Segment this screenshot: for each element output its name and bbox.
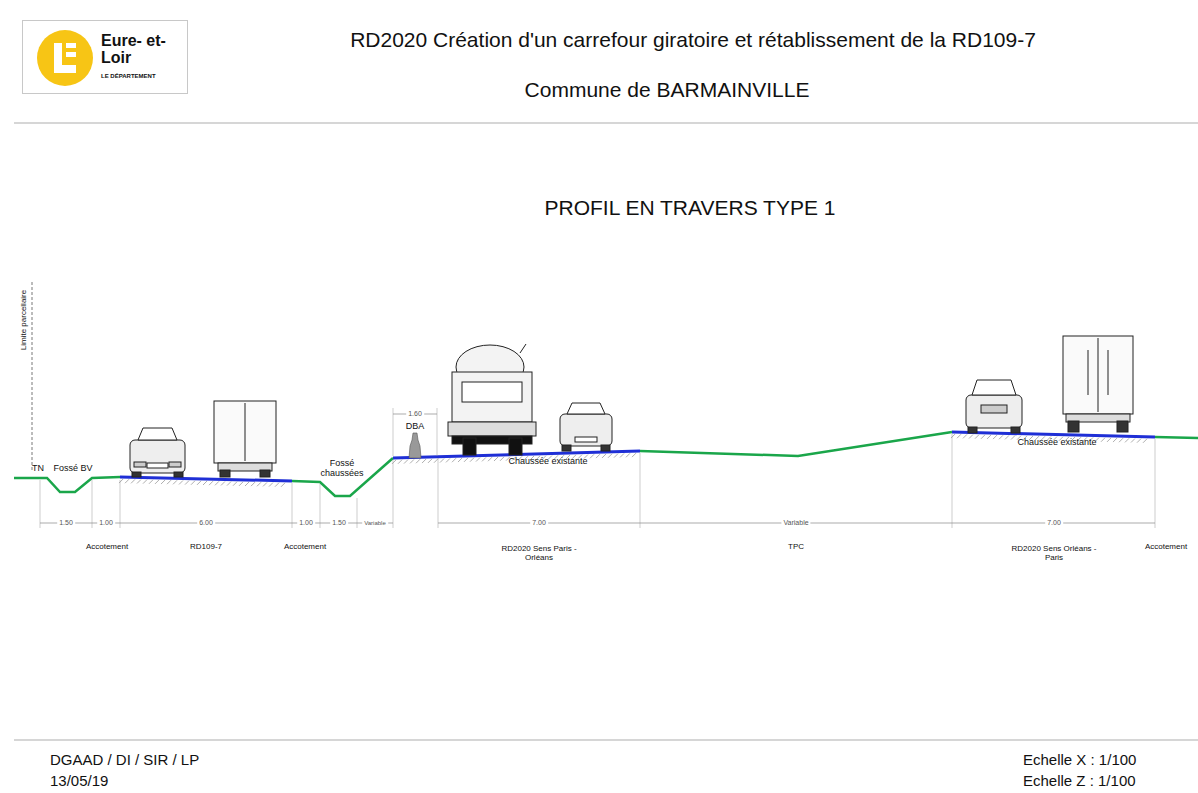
drawing-title: RD2020 Création d'un carrefour giratoire… — [350, 28, 1036, 52]
zone-label: TPC — [788, 542, 804, 551]
dimension: 7.00 — [1045, 519, 1063, 527]
zone-label: RD2020 Sens Paris - Orléans — [489, 544, 589, 562]
scale-note: Echelle Z : 1/100 — [1023, 772, 1136, 789]
zone-label: RD109-7 — [190, 542, 222, 551]
date: 13/05/19 — [50, 772, 108, 789]
dimension: Variable — [781, 519, 810, 527]
zone-label: Accotement — [284, 542, 326, 551]
dimension: 1.50 — [57, 519, 75, 527]
ditch-label: Fossé chaussées — [319, 458, 365, 479]
dimension: 1.00 — [97, 519, 115, 527]
ditch-label: Fossé BV — [53, 463, 92, 473]
ground-label: TN — [32, 463, 44, 473]
surface-label: Chaussée existante — [508, 456, 587, 466]
logo-name: Eure- et-Loir — [101, 33, 181, 67]
dimension: 7.00 — [530, 519, 548, 527]
dimension: 1.00 — [297, 519, 315, 527]
scale-note: Echelle X : 1/100 — [1023, 751, 1136, 768]
zone-label: Accotement — [1145, 542, 1187, 551]
dimension: 1.50 — [330, 519, 348, 527]
barrier-label: DBA — [406, 421, 425, 431]
dimension: Variable — [362, 520, 388, 527]
place-name: Commune de BARMAINVILLE — [525, 78, 810, 102]
zone-label: Accotement — [86, 542, 128, 551]
logo-mark — [35, 28, 95, 88]
dimension: 1.60 — [406, 410, 424, 418]
author-ref: DGAAD / DI / SIR / LP — [50, 751, 199, 768]
zone-label: RD2020 Sens Orléans - Paris — [1004, 544, 1104, 562]
logo-box: Eure- et-Loir LE DÉPARTEMENT — [22, 20, 188, 94]
boundary-label: Limite parcellaire — [19, 290, 28, 350]
surface-label: Chaussée existante — [1017, 437, 1096, 447]
dimension: 6.00 — [197, 519, 215, 527]
logo-subtitle: LE DÉPARTEMENT — [101, 73, 156, 79]
section-title: PROFIL EN TRAVERS TYPE 1 — [545, 196, 836, 220]
